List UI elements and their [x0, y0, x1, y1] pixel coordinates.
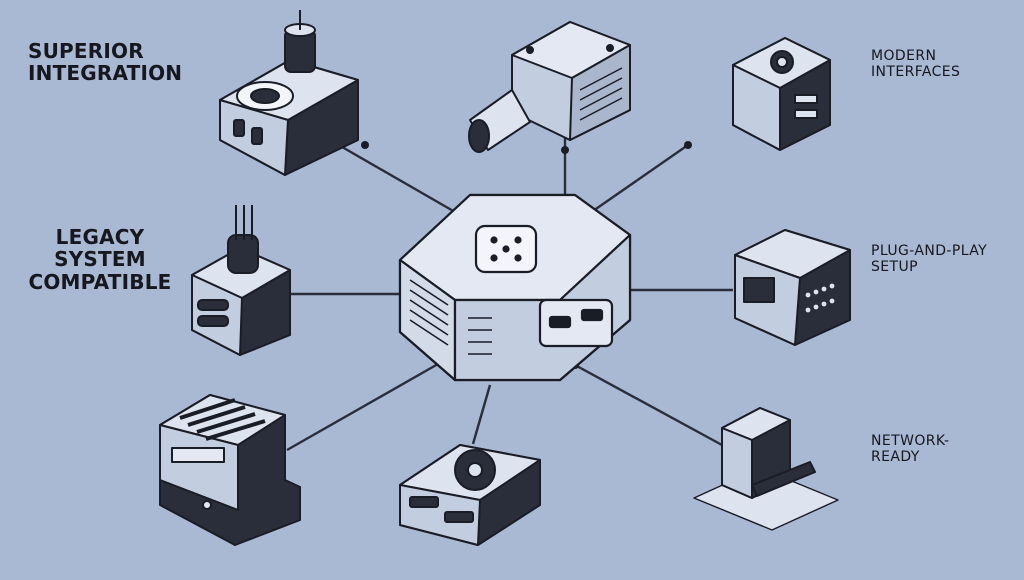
- label-modern-line-1: MODERN: [871, 48, 937, 64]
- label-legacy-system: LEGACY SYSTEM COMPATIBLE: [20, 225, 180, 294]
- connector-modern: [579, 144, 689, 221]
- label-legacy-line-1: LEGACY: [55, 225, 145, 249]
- sensor-module: [219, 10, 359, 176]
- gear-router: [399, 444, 541, 546]
- label-superior-line-1: SUPERIOR: [28, 39, 144, 63]
- label-plug-line-2: SETUP: [871, 258, 918, 275]
- label-modern-interfaces: MODERN INTERFACES: [871, 48, 961, 80]
- network-tower: [693, 407, 839, 531]
- connector-dot: [561, 146, 569, 154]
- connector-network: [574, 363, 723, 447]
- camera-device: [468, 21, 631, 153]
- label-network-ready: NETWORK- READY: [871, 433, 950, 465]
- connector-dot: [361, 141, 369, 149]
- modern-cube-module: [732, 37, 831, 151]
- rack-server: [159, 394, 301, 546]
- label-network-line-2: READY: [871, 448, 920, 465]
- connector-rack: [286, 358, 446, 452]
- label-superior-line-2: INTEGRATION: [28, 61, 183, 86]
- label-modern-line-2: INTERFACES: [871, 63, 961, 80]
- label-superior-integration: SUPERIOR INTEGRATION: [28, 40, 182, 85]
- label-plug-and-play: PLUG-AND-PLAY SETUP: [871, 243, 988, 275]
- label-legacy-line-2: SYSTEM: [54, 247, 146, 272]
- plug-and-play-cube: [734, 229, 851, 346]
- legacy-cable-module: [191, 205, 291, 356]
- label-plug-line-1: PLUG-AND-PLAY: [871, 243, 988, 259]
- connector-superior: [329, 138, 456, 214]
- label-legacy-line-3: COMPATIBLE: [28, 269, 172, 294]
- label-network-line-1: NETWORK-: [871, 433, 950, 449]
- central-hub: [398, 193, 632, 382]
- connector-dot: [684, 141, 692, 149]
- connector-router: [471, 384, 492, 445]
